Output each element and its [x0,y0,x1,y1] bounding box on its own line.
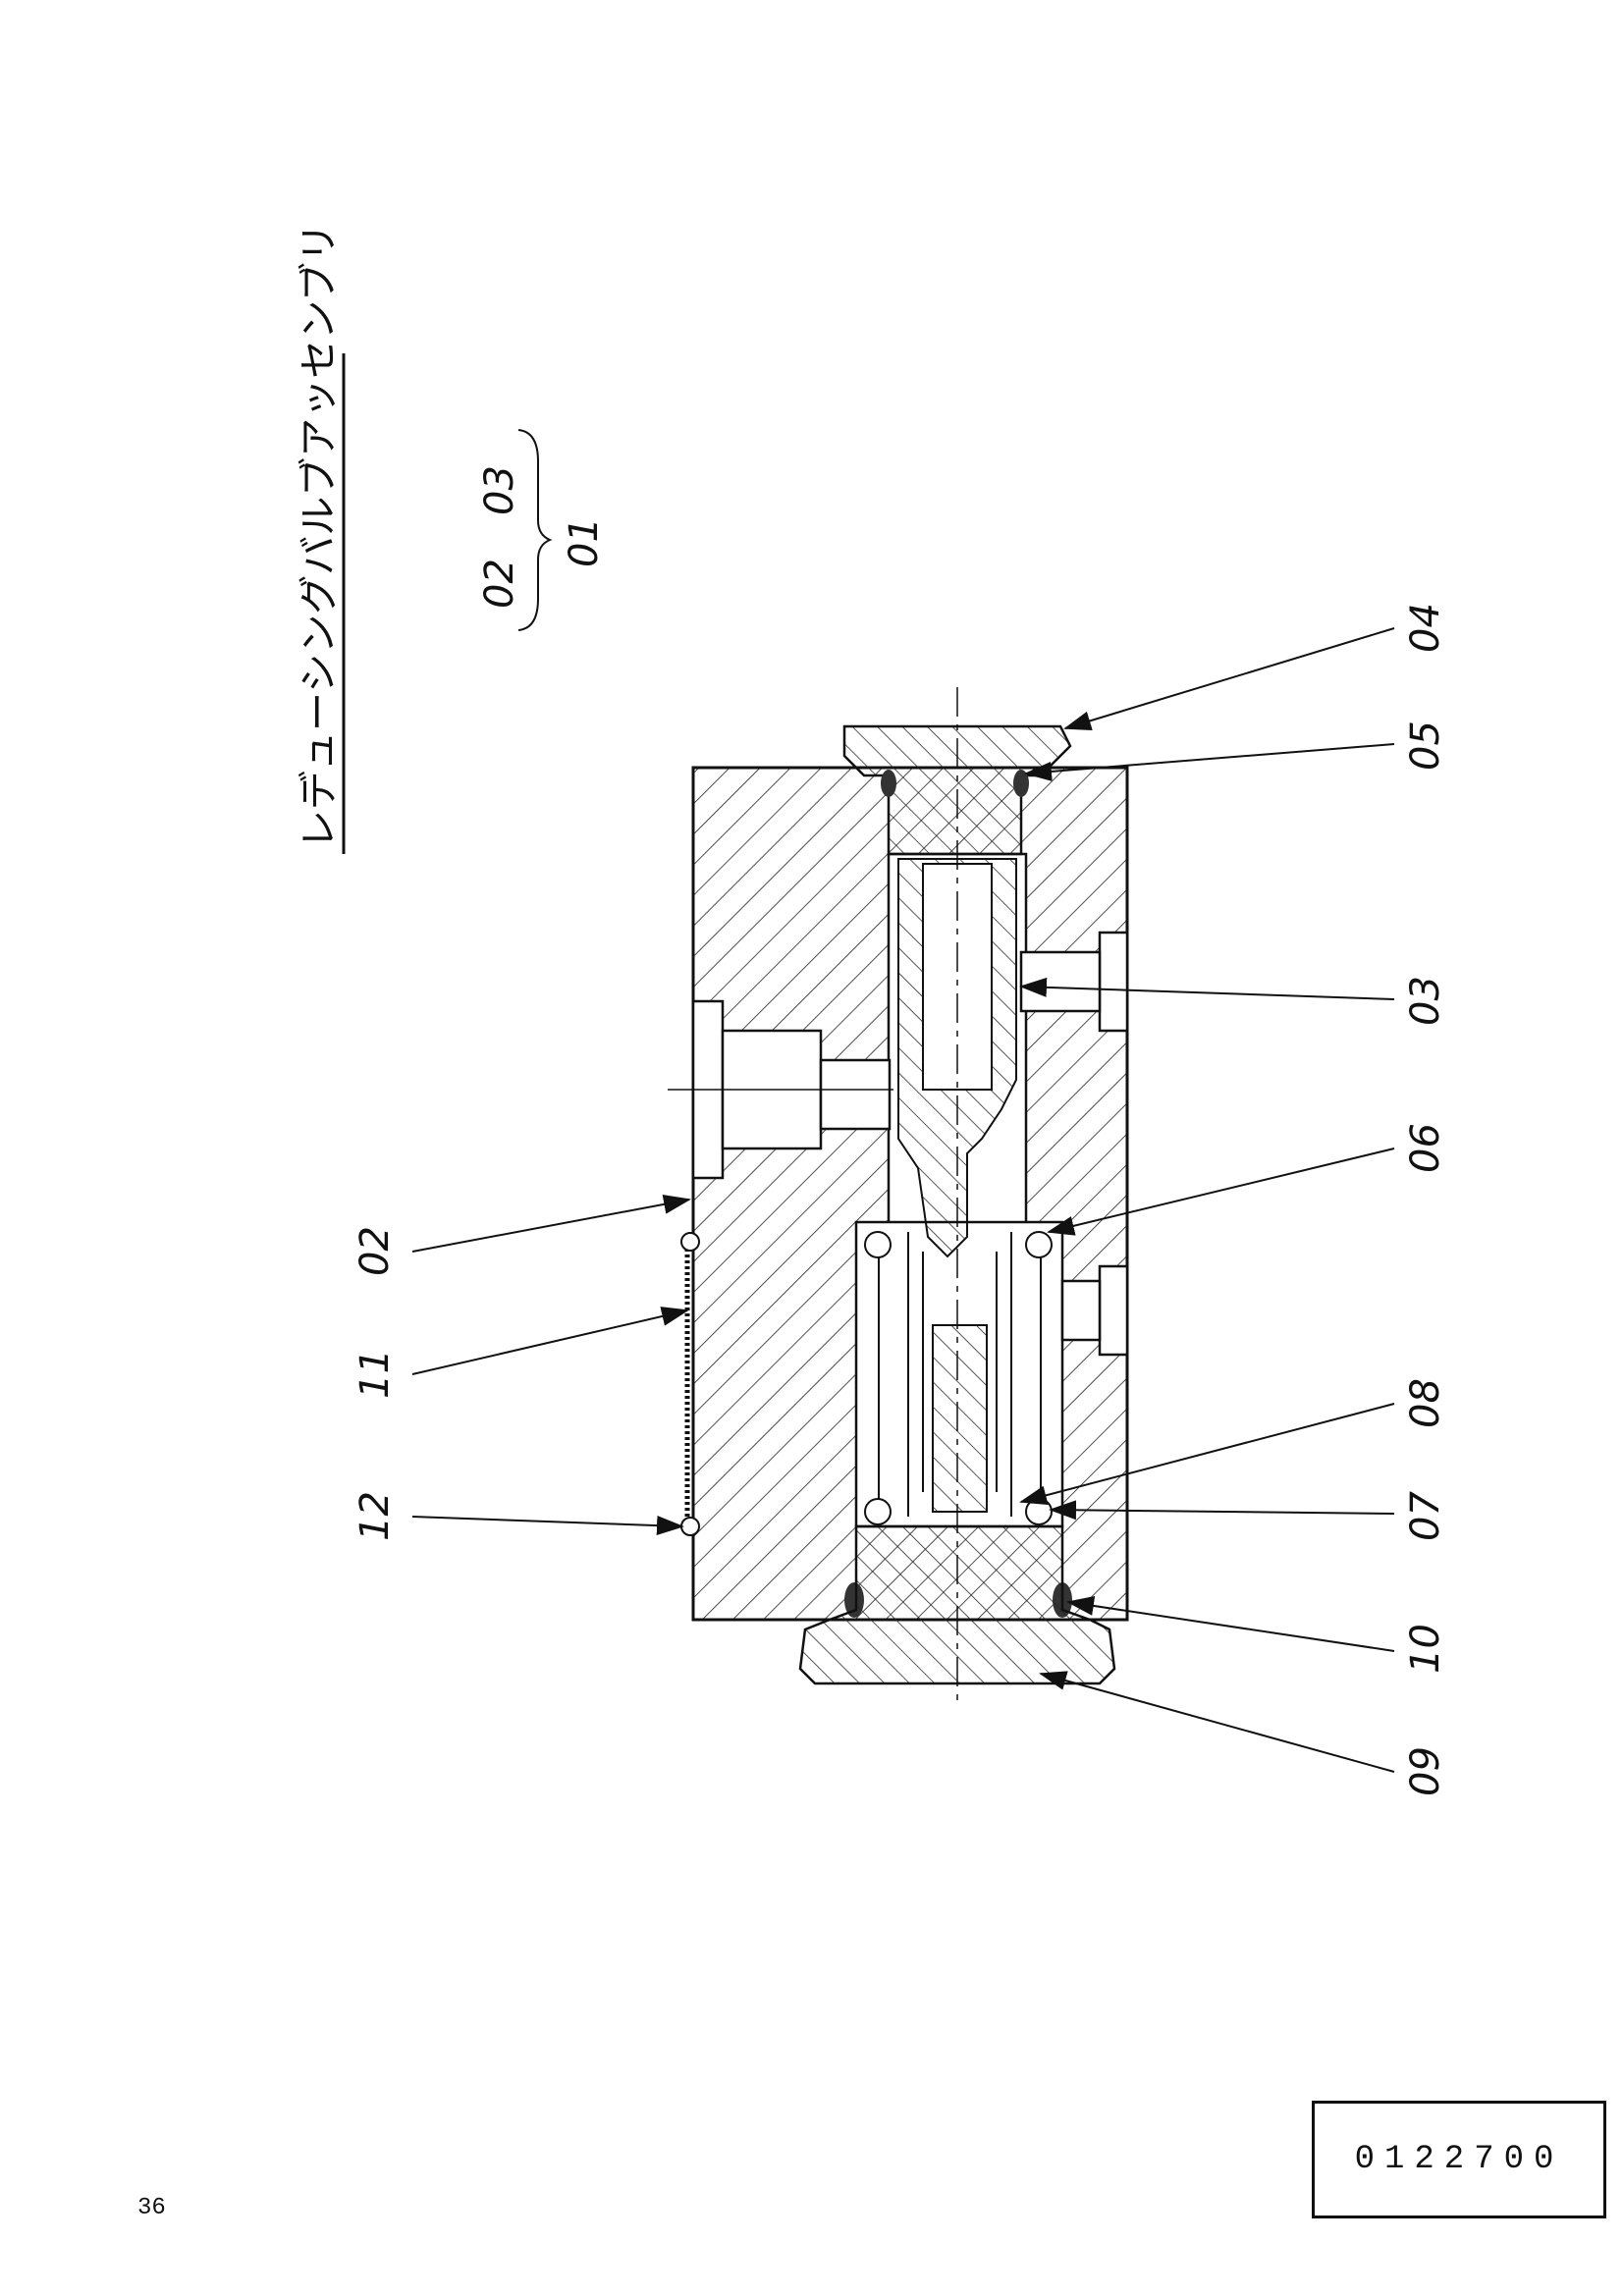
callout-08: 08 [1403,1378,1448,1428]
callout-12: 12 [352,1491,398,1541]
callout-06: 06 [1403,1123,1448,1173]
callout-07: 07 [1403,1491,1448,1541]
callout-03: 03 [1403,976,1448,1026]
group-part-02: 02 [477,559,522,609]
callout-04: 04 [1403,603,1448,653]
group-brace [517,429,553,631]
callout-10: 10 [1403,1624,1448,1674]
page-number: 36 [137,2195,166,2221]
valve-cross-section [668,687,1129,1708]
group-part-03: 03 [477,465,522,515]
leader-lines [411,627,1395,1773]
bottom-plug [798,1524,1116,1685]
svg-text:レデューシングバルブアッセンブリ: レデューシングバルブアッセンブリ [297,223,342,849]
callout-05: 05 [1403,721,1448,771]
callout-09: 09 [1403,1746,1448,1796]
callout-02: 02 [352,1226,398,1276]
drawing-number-box: 0122700 [1312,2101,1606,2218]
callout-labels: 04 05 03 06 02 11 08 07 12 10 09 [352,603,1448,1796]
drawing-title: レデューシングバルブアッセンブリ [297,223,342,849]
assembly-group-note: 02 03 01 [477,429,607,631]
spring [878,1232,1042,1517]
group-parent-01: 01 [562,517,607,567]
callout-11: 11 [352,1349,398,1399]
drawing-number: 0122700 [1354,2141,1564,2178]
